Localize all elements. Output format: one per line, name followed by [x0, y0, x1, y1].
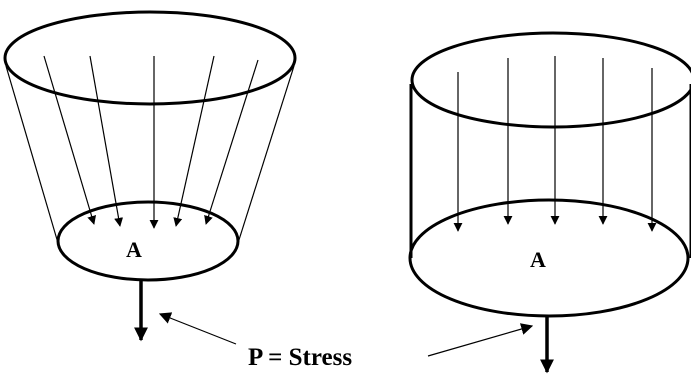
stress-arrow: [173, 55, 215, 227]
tapered-body: [3, 10, 297, 282]
tapered-stress-arrows: [43, 55, 259, 229]
area-label-left: A: [126, 237, 142, 262]
tapered-left-side: [5, 65, 59, 244]
caption-pointer-left: [158, 312, 237, 345]
area-label-right: A: [530, 247, 546, 272]
stress-arrow: [43, 55, 97, 225]
cylinder-bottom-ellipse: [408, 198, 690, 318]
tapered-top-ellipse: [3, 10, 297, 106]
caption-pointer-right: [427, 323, 534, 357]
cylinder-stress-arrows: [453, 56, 657, 232]
tapered-right-side: [237, 65, 295, 244]
cylinder-body: [408, 31, 691, 318]
cylinder-top-ellipse: [410, 31, 691, 129]
tapered-bottom-ellipse: [56, 200, 240, 282]
stress-caption: P = Stress: [248, 344, 352, 371]
stress-arrow: [89, 55, 124, 227]
stress-arrow: [204, 59, 259, 225]
